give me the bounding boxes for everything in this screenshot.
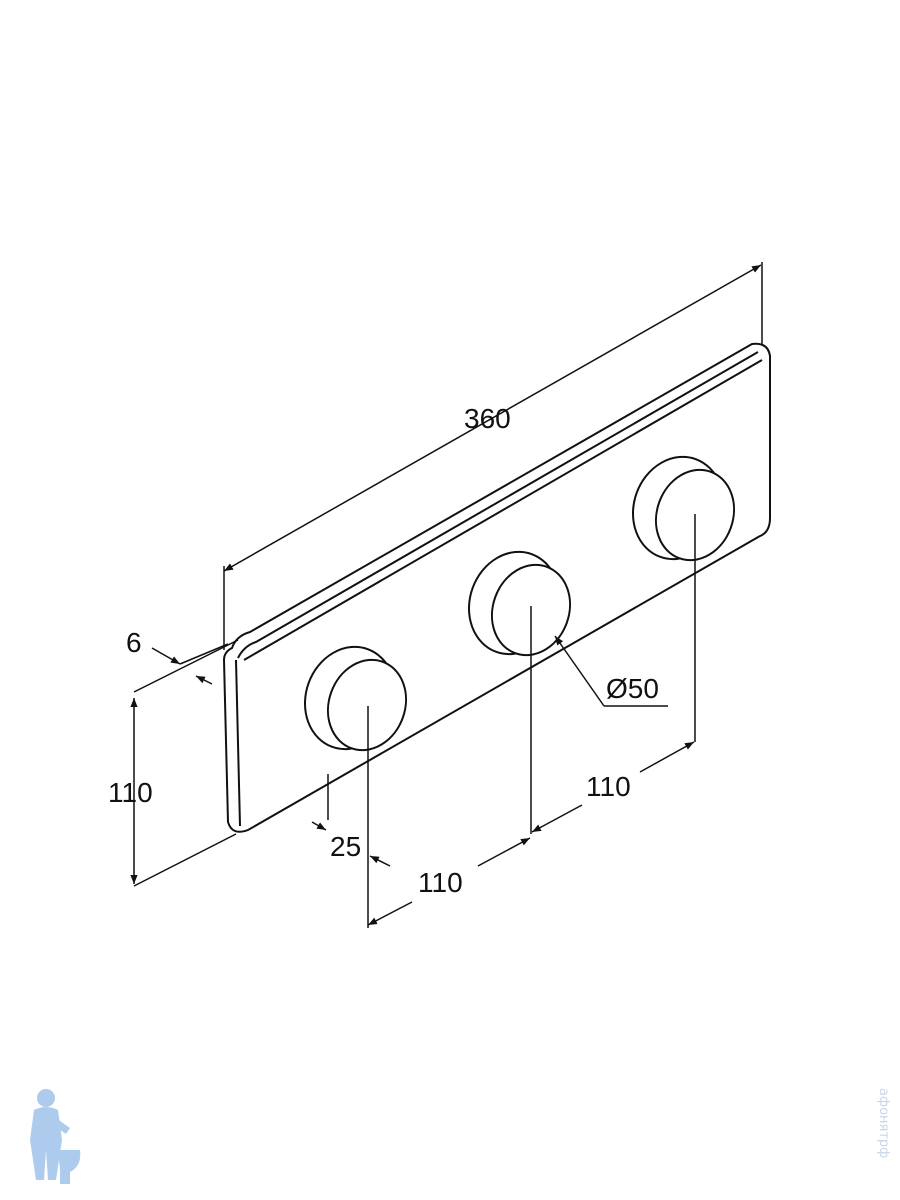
plate-outline <box>223 342 771 833</box>
dimension-height-label: 110 <box>108 777 153 808</box>
dimension-length-label: 360 <box>464 403 511 434</box>
knob-left <box>303 645 408 752</box>
dimension-thickness <box>151 643 229 685</box>
dimension-diameter <box>554 635 668 707</box>
dimension-length <box>223 262 763 650</box>
plumber-with-toilet-icon <box>30 1089 81 1184</box>
dimension-edge-offset <box>311 774 391 867</box>
dimension-spacing-right-label: 110 <box>586 771 631 802</box>
watermark-text: афонятрф <box>876 1088 891 1158</box>
dimension-spacing-left-label: 110 <box>418 867 463 898</box>
dimension-spacing-right <box>531 741 695 833</box>
dimension-diameter-label: Ø50 <box>606 673 659 704</box>
center-lines <box>367 514 696 928</box>
dimension-spacing-left <box>367 837 531 926</box>
plate-top-bevel <box>237 351 759 659</box>
dimension-height <box>130 639 239 887</box>
knob-right <box>631 455 736 562</box>
dimension-thickness-label: 6 <box>126 627 142 658</box>
plate-left-edge <box>235 659 241 827</box>
dimension-edge-offset-label: 25 <box>330 831 361 862</box>
